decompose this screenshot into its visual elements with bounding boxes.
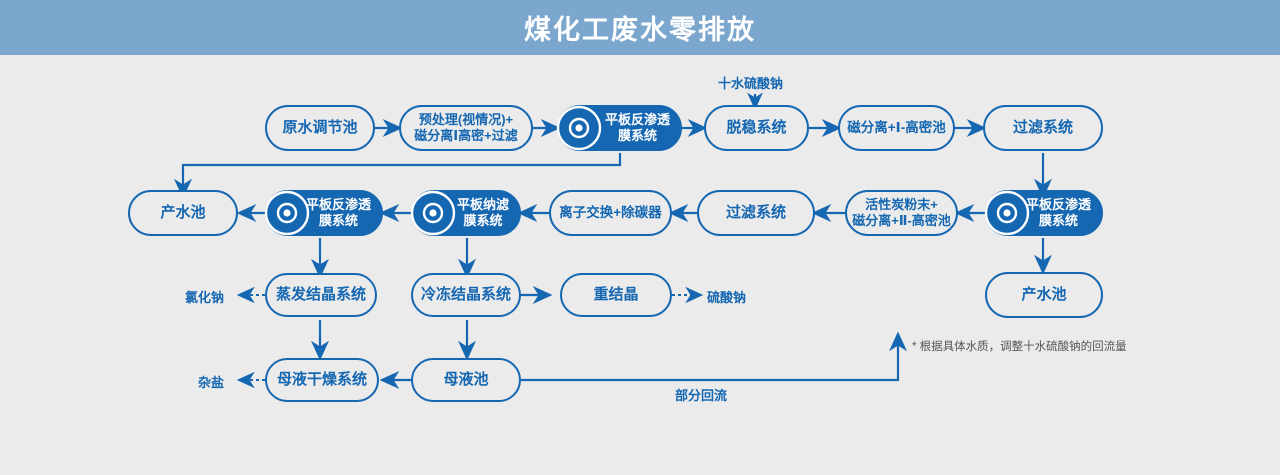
node-pretreatment[interactable]: 预处理(视情况)+ 磁分离Ⅰ高密+过滤 [399,105,533,151]
node-evaporation-crystallization[interactable]: 蒸发结晶系统 [265,273,377,317]
node-ion-exchange-decarbonator[interactable]: 离子交换+除碳器 [549,190,672,236]
partial-return-label: 部分回流 [675,388,728,403]
node-label-line2: 膜系统 [617,128,657,143]
node-label-line1: 活性炭粉末+ [865,197,938,213]
node-label-line2: 膜系统 [1038,213,1078,228]
membrane-logo-icon [556,105,602,151]
page-header: 煤化工废水零排放 [0,0,1280,55]
node-activated-carbon-magnetic-separation-2[interactable]: 活性炭粉末+ 磁分离+Ⅱ-高密池 [845,190,958,236]
node-label-line1: 平板纳滤 [456,197,509,213]
node-raw-water-tank[interactable]: 原水调节池 [265,105,375,151]
node-flat-nf-membrane[interactable]: 平板纳滤 膜系统 [410,190,521,236]
node-label: 母液池 [443,371,489,388]
node-label: 活性炭粉末+ 磁分离+Ⅱ-高密池 [852,197,950,228]
node-product-water-tank-right[interactable]: 产水池 [985,272,1103,318]
footnote-text: * 根据具体水质，调整十水硫酸钠的回流量 [912,341,1127,353]
connector-layer [173,92,1053,390]
page-title: 煤化工废水零排放 [524,15,756,45]
node-label: 原水调节池 [282,119,358,136]
node-label: 过滤系统 [725,204,786,221]
node-label: 重结晶 [593,286,639,303]
node-magnetic-separation-1[interactable]: 磁分离+Ⅰ-高密池 [838,105,955,151]
node-filtration-system-mid[interactable]: 过滤系统 [697,190,815,236]
node-mother-liquor-drying[interactable]: 母液干燥系统 [265,358,379,402]
node-label: 母液干燥系统 [276,371,367,388]
node-freeze-crystallization[interactable]: 冷冻结晶系统 [411,273,521,317]
node-label-line2: 膜系统 [318,213,358,228]
node-product-water-tank-left[interactable]: 产水池 [128,190,238,236]
node-flat-ro-membrane-2[interactable]: 平板反渗透 膜系统 [264,190,383,236]
node-label: 产水池 [160,204,206,221]
node-label-line2: 磁分离Ⅰ高密+过滤 [414,128,518,143]
node-label-line1: 预处理(视情况)+ [418,112,514,128]
node-label: 磁分离+Ⅰ-高密池 [847,119,946,135]
node-flat-ro-membrane-1[interactable]: 平板反渗透 膜系统 [556,105,682,151]
node-label: 平板纳滤 膜系统 [457,197,509,228]
node-label: 预处理(视情况)+ 磁分离Ⅰ高密+过滤 [414,112,517,143]
node-label-line1: 平板反渗透 [604,112,670,128]
node-label: 平板反渗透 膜系统 [605,112,670,143]
output-label-mixed-salt: 杂盐 [198,375,225,390]
node-label: 蒸发结晶系统 [275,286,366,303]
diagram-canvas: 原水调节池 预处理(视情况)+ 磁分离Ⅰ高密+过滤 平板反渗透 膜系统 十水硫酸… [0,55,1280,475]
node-filtration-system-top[interactable]: 过滤系统 [983,105,1103,151]
membrane-logo-icon [984,190,1030,236]
membrane-logo-icon [410,190,456,236]
node-label: 平板反渗透 膜系统 [306,197,371,228]
node-label: 脱稳系统 [726,119,787,136]
node-label: 平板反渗透 膜系统 [1026,197,1091,228]
membrane-logo-icon [264,190,310,236]
node-label: 离子交换+除碳器 [559,204,662,220]
node-label-line2: 膜系统 [463,213,503,228]
node-label-line1: 平板反渗透 [1025,197,1091,213]
node-flat-ro-membrane-3[interactable]: 平板反渗透 膜系统 [984,190,1103,236]
node-label: 过滤系统 [1012,119,1073,136]
node-label: 冷冻结晶系统 [420,286,511,303]
node-recrystallization[interactable]: 重结晶 [560,273,672,317]
reagent-label-glauber-salt: 十水硫酸钠 [718,76,784,91]
output-label-sodium-sulfate: 硫酸钠 [707,290,747,305]
node-label: 产水池 [1021,286,1067,303]
node-label-line1: 平板反渗透 [305,197,371,213]
node-label-line2: 磁分离+Ⅱ-高密池 [852,213,951,228]
node-mother-liquor-tank[interactable]: 母液池 [411,358,521,402]
node-destabilization-system[interactable]: 脱稳系统 [704,105,809,151]
output-label-sodium-chloride: 氯化钠 [185,290,225,305]
